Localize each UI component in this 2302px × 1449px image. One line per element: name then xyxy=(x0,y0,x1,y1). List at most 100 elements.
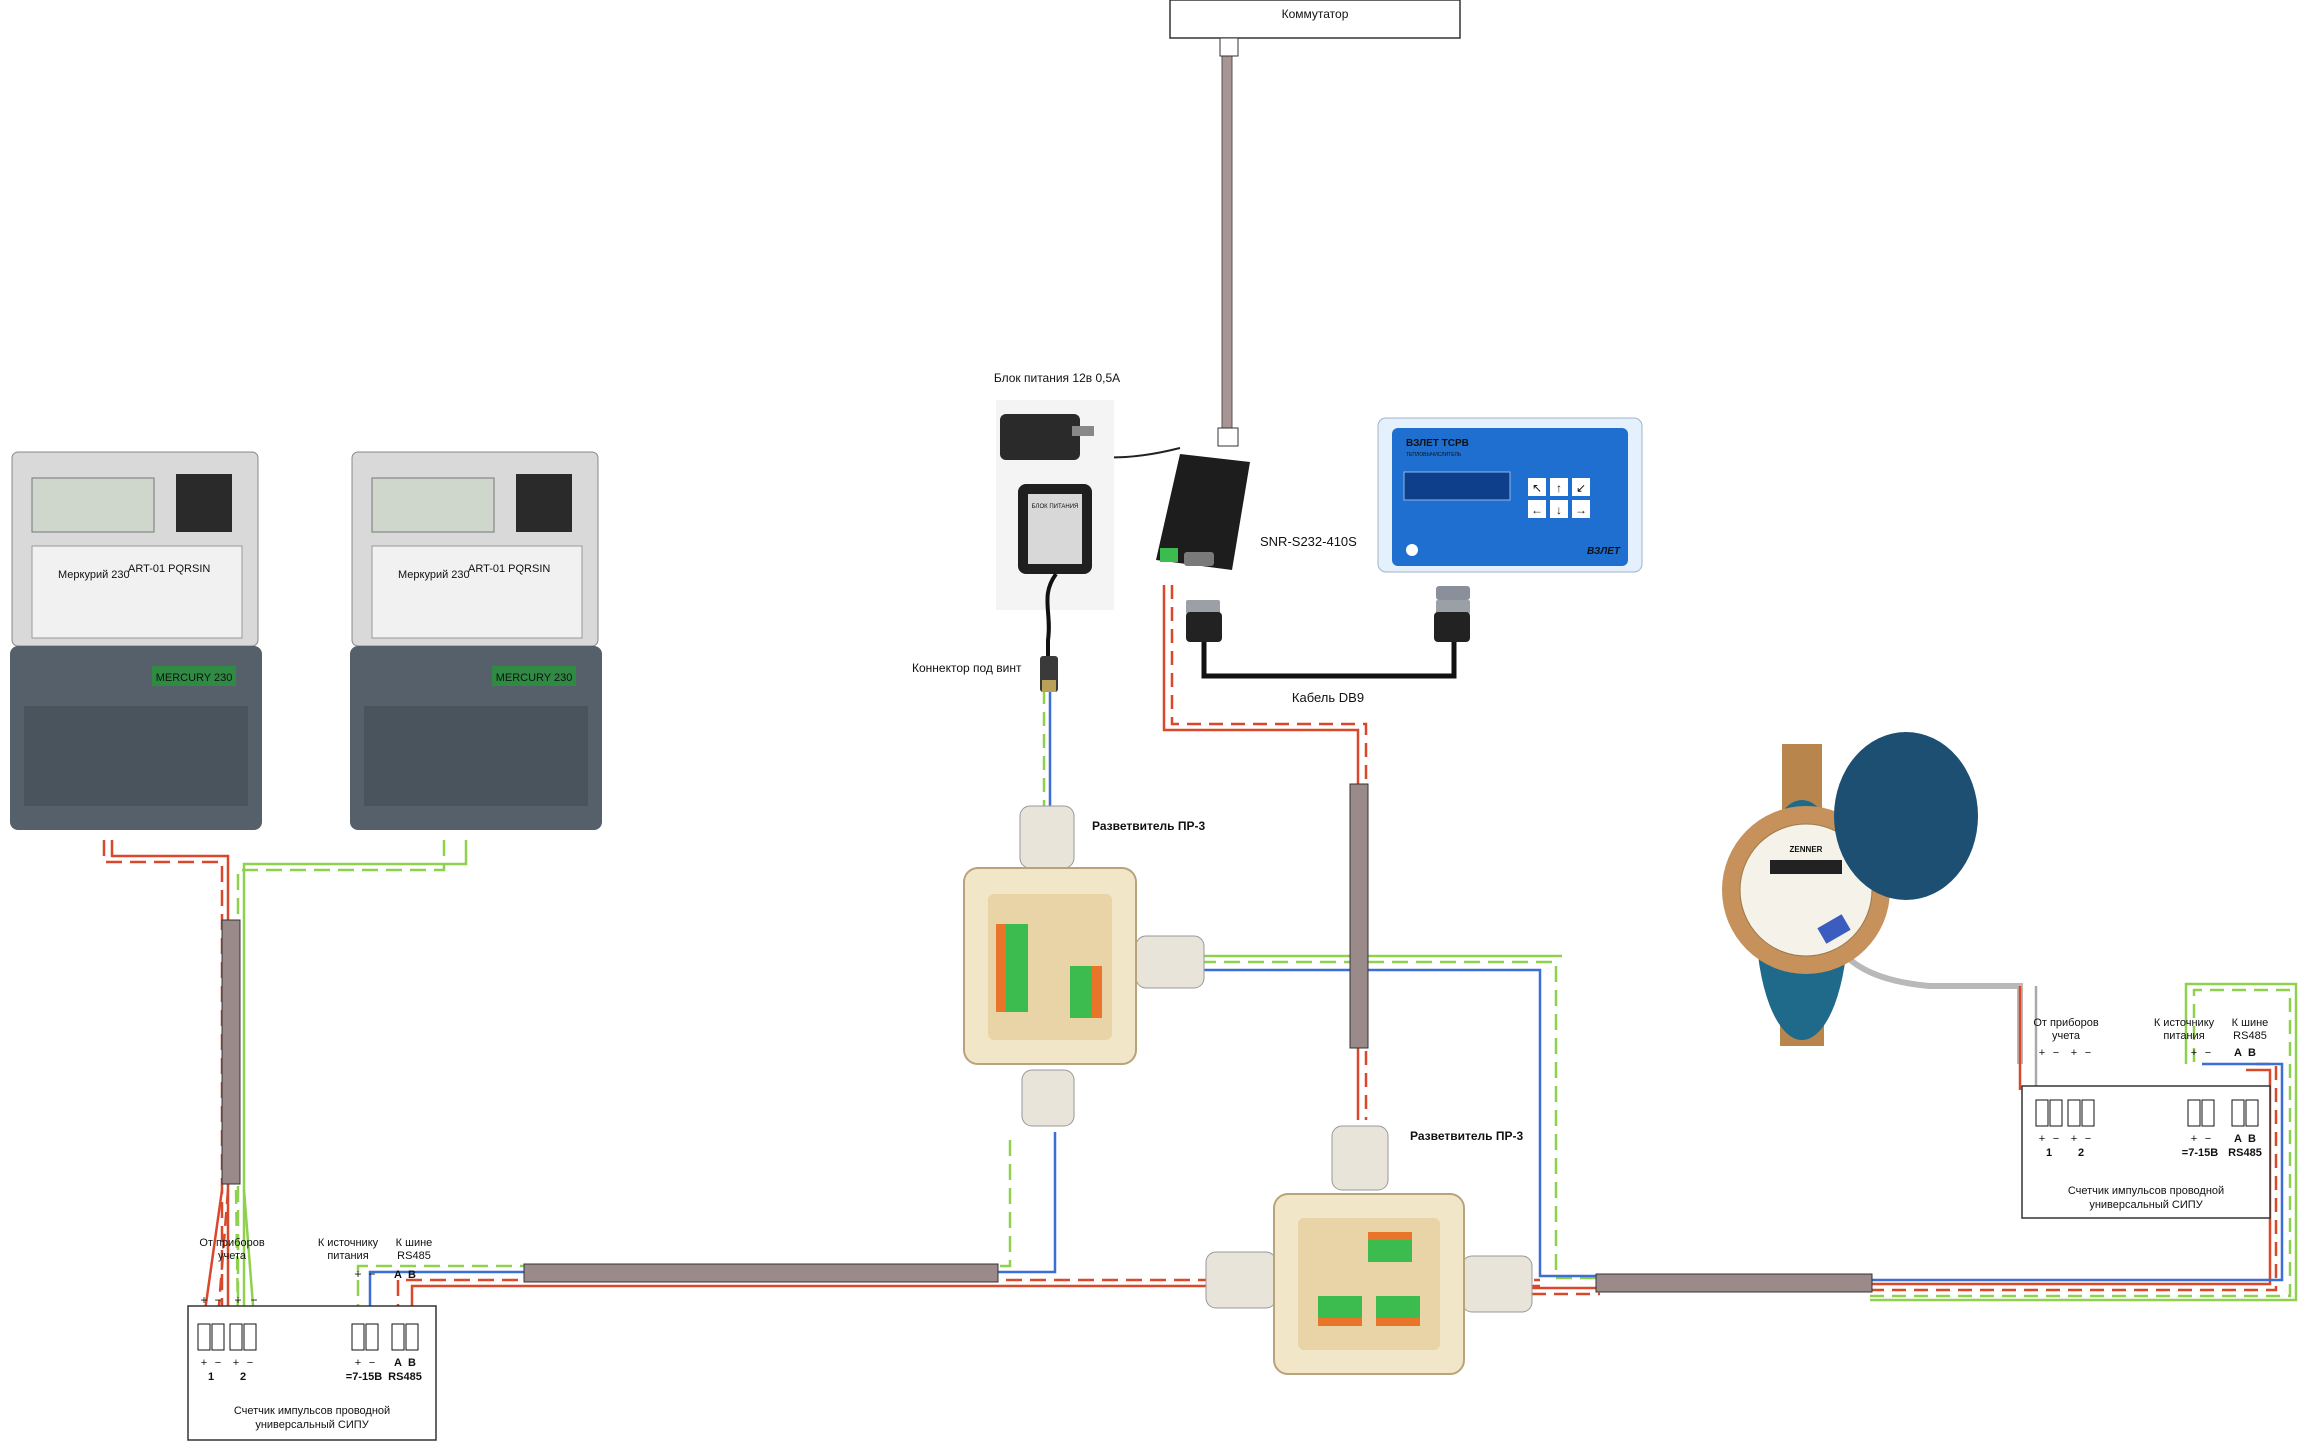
sipu-terminal-sign: − xyxy=(214,1293,221,1307)
meter-plate-text: MERCURY 230 xyxy=(156,672,233,684)
sipu-terminal-block-power xyxy=(351,1323,379,1351)
sipu-terminal xyxy=(2081,1099,2095,1127)
splitter-terminal-green xyxy=(1376,1296,1420,1318)
sipu-terminal-sign: − xyxy=(250,1293,257,1307)
sipu-from-meters-label: От приборов xyxy=(2033,1017,2099,1029)
splitter-gland-top xyxy=(1019,805,1075,869)
cable-sleeve-vertical xyxy=(1349,783,1369,1049)
sipu-power-sign: + xyxy=(354,1267,361,1281)
commutator-uplink-cable xyxy=(1221,54,1233,431)
heat-calc-key[interactable] xyxy=(1550,500,1568,518)
sipu-from-meters-label: учета xyxy=(2052,1030,2081,1042)
sipu-title: Счетчик импульсов проводной xyxy=(2068,1185,2224,1197)
splitter-gland-right xyxy=(1135,935,1205,989)
sipu-power-sign: − xyxy=(369,1357,375,1369)
splitter-terminal-orange xyxy=(1092,966,1102,1018)
splitter-terminal-green xyxy=(1070,966,1092,1018)
sipu-ab: B xyxy=(408,1357,416,1369)
sipu-title: универсальный СИПУ xyxy=(2089,1199,2203,1211)
water-meter-pulse-sensor xyxy=(1817,914,1851,944)
db9-plug-right-metal xyxy=(1436,600,1470,614)
heat-calc-key[interactable] xyxy=(1528,478,1546,496)
sipu-terminal-sign: − xyxy=(2085,1047,2091,1059)
sipu-power-label: питания xyxy=(327,1250,368,1262)
water-meter-brand: ZENNER xyxy=(1790,845,1823,854)
meter-model: ART-01 PQRSIN xyxy=(468,563,550,575)
sipu-terminal xyxy=(197,1323,211,1351)
heat-calc-key-label: → xyxy=(1575,503,1587,517)
cable-sleeve-left xyxy=(221,919,241,1185)
heat-calc-subtitle: ТЕПЛОВЫЧИСЛИТЕЛЬ xyxy=(1406,452,1462,458)
sipu-right: От приборов учета К источнику питания К … xyxy=(2021,1017,2271,1219)
sipu-terminal xyxy=(229,1323,243,1351)
sipu-power-sign: + xyxy=(355,1357,361,1369)
water-meter-lid xyxy=(1834,732,1978,900)
heat-calc-key[interactable] xyxy=(1572,500,1590,518)
heat-calc-key[interactable] xyxy=(1572,478,1590,496)
meter-brand: Меркурий 230 xyxy=(398,569,470,581)
sipu-terminal-sign: + xyxy=(2071,1047,2077,1059)
sipu-terminal xyxy=(365,1323,379,1351)
wire-right-green2 xyxy=(1870,982,2298,1302)
cable-sleeves xyxy=(221,783,1873,1293)
sipu-bus-label: К шине xyxy=(396,1237,433,1249)
sipu-power-sign: − xyxy=(368,1267,375,1281)
splitter-gland-bottom xyxy=(1021,1069,1075,1127)
heat-calc-db9-port xyxy=(1436,586,1470,600)
commutator-port xyxy=(1219,37,1239,57)
heat-calc-key[interactable] xyxy=(1528,500,1546,518)
sipu-channel-1: 1 xyxy=(208,1371,214,1383)
sipu-rs485: RS485 xyxy=(388,1371,422,1383)
sipu-terminal xyxy=(2187,1099,2201,1127)
splitter-1: Разветвитель ПР-3 xyxy=(963,805,1206,1127)
converter-label: SNR-S232-410S xyxy=(1260,534,1357,549)
sipu-from-meters-label: От приборов xyxy=(199,1237,265,1249)
heat-calc-emblem-icon xyxy=(1406,544,1418,556)
meter-model: ART-01 PQRSIN xyxy=(128,563,210,575)
sipu-power-label: питания xyxy=(2163,1030,2204,1042)
sipu-terminal-sign: + xyxy=(233,1357,239,1369)
db9-plug-left xyxy=(1186,612,1222,642)
power-supply-title: Блок питания 12в 0,5А xyxy=(994,371,1120,385)
converter-port xyxy=(1217,427,1239,447)
meter-buttons xyxy=(516,474,572,532)
sipu-power-label: К источнику xyxy=(2154,1017,2215,1029)
sipu-title: Счетчик импульсов проводной xyxy=(234,1405,390,1417)
sipu-terminal-block-inputs xyxy=(197,1323,257,1351)
splitter-terminal-green xyxy=(1368,1240,1412,1262)
wire-left-to-sipu-red xyxy=(202,1189,224,1319)
db9-plug-left-metal xyxy=(1186,600,1220,614)
meter-terminal-cover xyxy=(24,706,248,806)
sipu-terminal-sign: − xyxy=(2053,1133,2059,1145)
commutator: Коммутатор xyxy=(1169,0,1461,447)
sipu-channel-1: 1 xyxy=(2046,1147,2052,1159)
meter-plate-green xyxy=(492,666,576,686)
splitter-1-label: Разветвитель ПР-3 xyxy=(1092,819,1206,833)
wire-right-blue xyxy=(1870,1062,2284,1282)
meter-plate-text: MERCURY 230 xyxy=(496,672,573,684)
heat-calc-key[interactable] xyxy=(1550,478,1568,496)
splitter-terminal-orange xyxy=(1318,1318,1362,1326)
sipu-terminal-sign: + xyxy=(200,1293,207,1307)
db9-cable-label: Кабель DB9 xyxy=(1292,690,1364,705)
cable-sleeve-middle xyxy=(523,1263,999,1283)
heat-calc-key-label: ↓ xyxy=(1556,503,1562,517)
sipu-terminal xyxy=(2049,1099,2063,1127)
sipu-power-sign: − xyxy=(2205,1047,2211,1059)
sipu-channel-2: 2 xyxy=(2078,1147,2084,1159)
db9-plug-right xyxy=(1434,612,1470,642)
sipu-terminal-sign: − xyxy=(2053,1047,2059,1059)
splitter-2-label: Разветвитель ПР-3 xyxy=(1410,1129,1524,1143)
meter-nameplate xyxy=(371,545,583,639)
sipu-terminal-sign: + xyxy=(2071,1133,2077,1145)
wire-conv-red2 xyxy=(1170,585,1368,1120)
heat-calc-key-label: ↑ xyxy=(1556,481,1562,495)
sipu-power-sign: + xyxy=(2191,1133,2197,1145)
wires xyxy=(102,54,2298,1320)
power-adapter-sticker xyxy=(1028,494,1082,564)
screw-connector-label: Коннектор под винт xyxy=(912,661,1022,675)
meter-buttons xyxy=(176,474,232,532)
wire-sipu-left-green xyxy=(356,1132,1012,1320)
sipu-ab: A xyxy=(2234,1133,2242,1145)
